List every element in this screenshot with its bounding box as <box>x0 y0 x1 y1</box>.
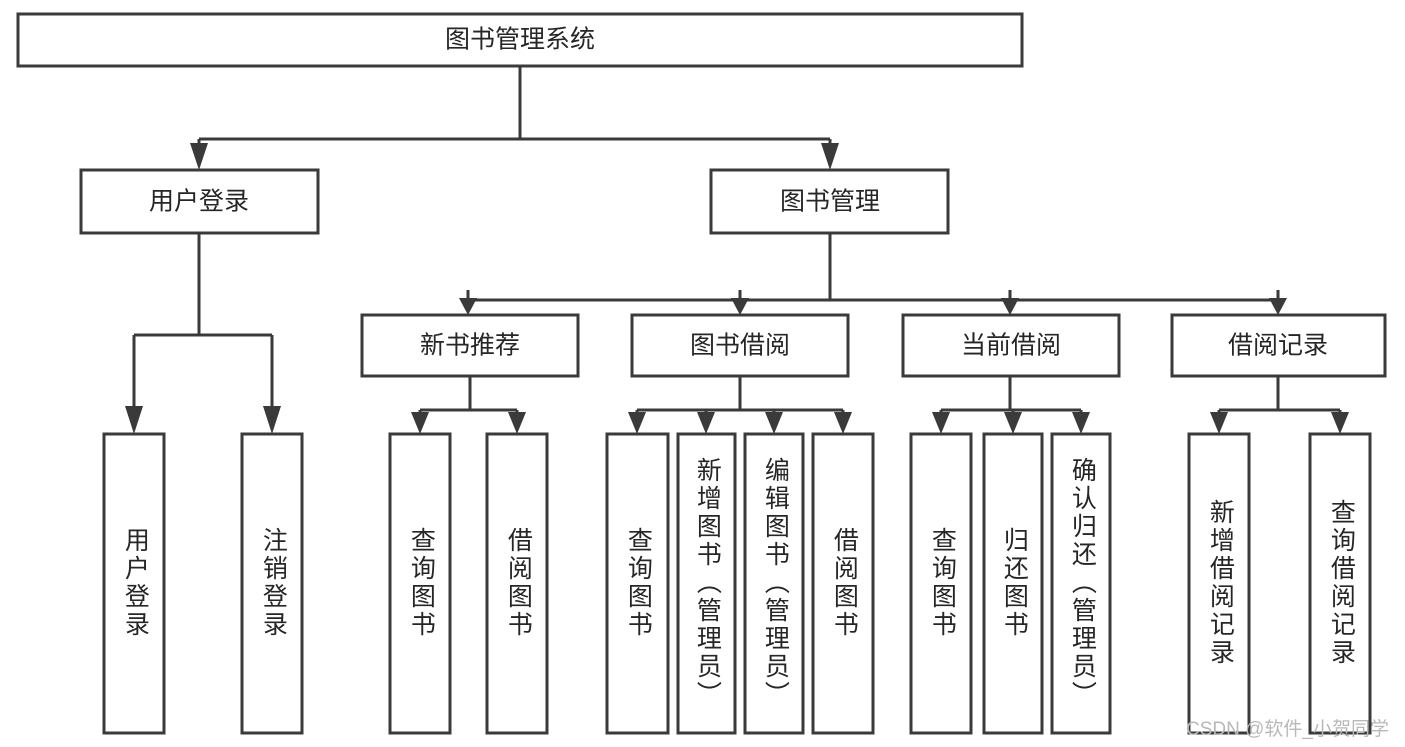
node-leaf-logout-login-label: 注销登录 <box>259 527 288 639</box>
arrow-to-leaf-user-login <box>125 406 143 434</box>
node-user-login-label: 用户登录 <box>149 188 249 216</box>
node-current-borrow-label: 当前借阅 <box>961 332 1061 360</box>
connectors-group <box>125 66 1349 434</box>
node-leaf-add-borrow-record-label: 新增借阅记录 <box>1206 499 1235 667</box>
node-leaf-query-borrow-record-label: 查询借阅记录 <box>1327 499 1356 667</box>
node-book-borrow-label: 图书借阅 <box>690 332 790 360</box>
node-leaf-edit-book-admin[interactable]: 编辑图书（管理员） <box>743 432 805 735</box>
node-root[interactable]: 图书管理系统 <box>16 12 1024 68</box>
node-leaf-query-book-2-box[interactable] <box>605 432 670 735</box>
node-leaf-borrow-book-1[interactable]: 借阅图书 <box>485 432 549 735</box>
node-leaf-query-book-3-label: 查询图书 <box>928 527 957 639</box>
node-leaf-add-borrow-record[interactable]: 新增借阅记录 <box>1187 432 1251 735</box>
node-book-manage[interactable]: 图书管理 <box>709 168 950 235</box>
node-borrow-record-label: 借阅记录 <box>1228 332 1328 360</box>
node-leaf-add-book-admin-label: 新增图书（管理员） <box>693 457 722 709</box>
node-leaf-return-book-box[interactable] <box>982 432 1044 735</box>
node-user-login[interactable]: 用户登录 <box>79 168 320 235</box>
arrow-to-borrow-record <box>1269 298 1287 315</box>
node-leaf-query-book-1[interactable]: 查询图书 <box>388 432 452 735</box>
arrow-to-leaf-logout-login <box>263 406 281 434</box>
node-leaf-edit-book-admin-label: 编辑图书（管理员） <box>761 457 790 709</box>
node-leaf-user-login[interactable]: 用户登录 <box>102 432 166 735</box>
node-borrow-record[interactable]: 借阅记录 <box>1170 313 1387 378</box>
arrow-to-new-book-recommend <box>459 298 477 315</box>
node-leaf-user-login-label: 用户登录 <box>121 527 150 639</box>
node-new-book-recommend-box[interactable] <box>360 313 580 378</box>
arrow-root-to-book-manage <box>821 143 839 170</box>
node-root-box[interactable] <box>16 12 1024 68</box>
arrow-to-book-borrow <box>731 298 749 315</box>
node-leaf-query-borrow-record[interactable]: 查询借阅记录 <box>1308 432 1372 735</box>
arrow-to-current-borrow <box>1001 298 1019 315</box>
arrow-to-leaf-borrow-book-2 <box>834 412 852 434</box>
arrow-to-leaf-query-book-3 <box>932 412 950 434</box>
node-leaf-confirm-return-admin-box[interactable] <box>1050 432 1112 735</box>
node-leaf-query-book-3[interactable]: 查询图书 <box>909 432 973 735</box>
node-borrow-record-box[interactable] <box>1170 313 1387 378</box>
node-book-borrow-box[interactable] <box>630 313 850 378</box>
node-leaf-query-book-2-label: 查询图书 <box>624 527 653 639</box>
arrow-to-leaf-confirm-return-admin <box>1072 412 1090 434</box>
node-leaf-user-login-box[interactable] <box>102 432 166 735</box>
node-leaf-add-book-admin-box[interactable] <box>676 432 737 735</box>
node-leaf-edit-book-admin-box[interactable] <box>743 432 805 735</box>
node-leaf-confirm-return-admin[interactable]: 确认归还（管理员） <box>1050 432 1112 735</box>
node-leaf-borrow-book-1-box[interactable] <box>485 432 549 735</box>
node-leaf-confirm-return-admin-label: 确认归还（管理员） <box>1068 457 1097 709</box>
node-root-label: 图书管理系统 <box>445 26 595 54</box>
node-book-manage-label: 图书管理 <box>780 188 880 216</box>
arrow-to-leaf-edit-book-admin <box>765 412 783 434</box>
node-leaf-query-book-1-label: 查询图书 <box>407 527 436 639</box>
arrow-to-leaf-return-book <box>1004 412 1022 434</box>
node-book-manage-box[interactable] <box>709 168 950 235</box>
node-user-login-box[interactable] <box>79 168 320 235</box>
node-leaf-borrow-book-1-label: 借阅图书 <box>504 527 533 639</box>
node-current-borrow[interactable]: 当前借阅 <box>901 313 1121 378</box>
node-leaf-query-book-3-box[interactable] <box>909 432 973 735</box>
arrow-to-leaf-query-book-2 <box>628 412 646 434</box>
node-leaf-borrow-book-2-label: 借阅图书 <box>830 527 859 639</box>
arrow-to-leaf-borrow-book-1 <box>508 412 526 434</box>
node-current-borrow-box[interactable] <box>901 313 1121 378</box>
node-leaf-logout-login-box[interactable] <box>240 432 304 735</box>
arrow-root-to-user-login <box>190 143 208 170</box>
arrow-to-leaf-add-book-admin <box>697 412 715 434</box>
arrow-to-leaf-query-borrow-record <box>1331 412 1349 434</box>
node-leaf-add-book-admin[interactable]: 新增图书（管理员） <box>676 432 737 735</box>
node-leaf-query-book-2[interactable]: 查询图书 <box>605 432 670 735</box>
node-leaf-borrow-book-2-box[interactable] <box>811 432 875 735</box>
node-new-book-recommend-label: 新书推荐 <box>420 332 520 360</box>
node-leaf-query-book-1-box[interactable] <box>388 432 452 735</box>
node-leaf-borrow-book-2[interactable]: 借阅图书 <box>811 432 875 735</box>
node-leaf-add-borrow-record-box[interactable] <box>1187 432 1251 735</box>
arrow-to-leaf-query-book-1 <box>411 412 429 434</box>
node-book-borrow[interactable]: 图书借阅 <box>630 313 850 378</box>
arrow-to-leaf-add-borrow-record <box>1210 412 1228 434</box>
node-leaf-return-book[interactable]: 归还图书 <box>982 432 1044 735</box>
node-new-book-recommend[interactable]: 新书推荐 <box>360 313 580 378</box>
node-leaf-query-borrow-record-box[interactable] <box>1308 432 1372 735</box>
node-leaf-return-book-label: 归还图书 <box>1000 527 1029 639</box>
node-leaf-logout-login[interactable]: 注销登录 <box>240 432 304 735</box>
